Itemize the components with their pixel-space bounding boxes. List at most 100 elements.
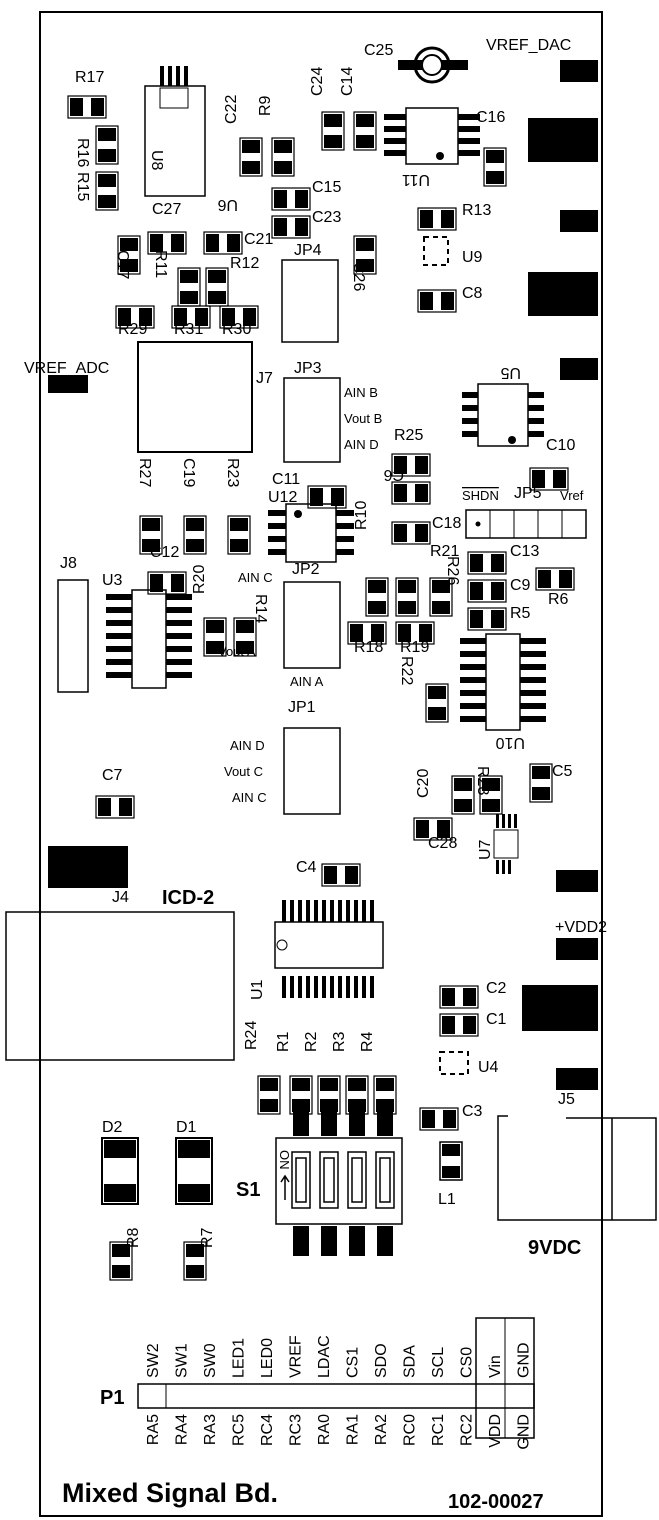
j4-label: J4 — [112, 889, 129, 906]
p1-top-label-4: LED0 — [259, 1338, 276, 1378]
p1-bottom-label-6: RA0 — [316, 1414, 333, 1445]
c28-footprint — [413, 817, 453, 841]
r28-label: R28 — [474, 766, 491, 795]
c23-label: C23 — [312, 209, 341, 226]
jp2-label: JP2 — [292, 561, 320, 578]
p1-bottom-label-5: RC3 — [288, 1414, 305, 1446]
u1-chip — [274, 900, 384, 998]
c11-label: C11 — [272, 471, 300, 488]
board-title: Mixed Signal Bd. — [62, 1478, 278, 1508]
r26-footprint — [429, 577, 453, 617]
j8-footprint — [57, 579, 89, 693]
r11-footprint — [177, 267, 201, 307]
r6-footprint — [535, 567, 575, 591]
c17-footprint — [117, 235, 141, 275]
jp3-footprint — [283, 377, 341, 463]
part-number: 102-00027 — [448, 1491, 544, 1513]
u12-chip — [268, 503, 354, 563]
right-edge-pads — [48, 60, 598, 1090]
jp3-pin-2: Vout B — [344, 411, 382, 426]
c10-label: C10 — [546, 437, 575, 454]
jp5-label: JP5 — [514, 485, 542, 502]
r11-label: R11 — [152, 250, 169, 278]
u10-label: U10 — [496, 734, 525, 751]
c18-label: C18 — [432, 515, 461, 532]
r12-label: R12 — [230, 255, 259, 272]
c14-footprint — [353, 111, 377, 151]
r4-footprint — [373, 1075, 397, 1115]
r13-label: R13 — [462, 202, 491, 219]
j7-label: J7 — [256, 370, 273, 387]
p1-bottom-label-8: RA2 — [373, 1414, 390, 1445]
r2-label: R2 — [303, 1031, 320, 1052]
r19-footprint — [395, 621, 435, 645]
p1-top-label-11: CS0 — [459, 1347, 476, 1378]
c11-footprint — [307, 485, 347, 509]
u4-label: U4 — [478, 1059, 499, 1076]
p1-top-label-10: SCL — [430, 1347, 447, 1378]
c27-label: C27 — [152, 201, 181, 218]
r24-label: R24 — [243, 1021, 260, 1050]
jp2-pin-1: AIN C — [238, 570, 273, 585]
c15-footprint — [271, 187, 311, 211]
l1-label: L1 — [438, 1191, 456, 1208]
jp1-pin-3: AIN C — [232, 790, 267, 805]
d2-footprint — [101, 1137, 139, 1205]
s1-dip-switch — [275, 1112, 403, 1256]
c7-footprint — [95, 795, 135, 819]
u1-label: U1 — [249, 979, 266, 1000]
c2-label: C2 — [486, 980, 507, 997]
r23-footprint — [227, 515, 251, 555]
c24-footprint — [321, 111, 345, 151]
j8-label: J8 — [60, 555, 77, 572]
c12-label: C12 — [150, 544, 179, 561]
c17-label: C17 — [114, 250, 131, 279]
jp1-footprint — [283, 727, 341, 815]
r2-footprint — [317, 1075, 341, 1115]
d2-label: D2 — [102, 1119, 123, 1136]
p1-bottom-label-7: RA1 — [345, 1414, 362, 1445]
r6-label: R6 — [548, 591, 569, 608]
r30-footprint — [219, 305, 259, 329]
c9-label: C9 — [510, 577, 531, 594]
c27-footprint — [147, 231, 187, 255]
p1-header — [137, 1317, 535, 1439]
r31-label: R31 — [174, 321, 203, 338]
c26-label: C26 — [350, 262, 367, 291]
r15-footprint — [95, 171, 119, 211]
r16-footprint — [95, 125, 119, 165]
icd2-label: ICD-2 — [162, 887, 214, 909]
r19-label: R19 — [400, 639, 429, 656]
r16-label: R16 — [74, 138, 91, 167]
jp5-footprint — [465, 509, 587, 539]
r8-label: R8 — [125, 1227, 142, 1248]
jp2-pin-3: AIN A — [290, 674, 324, 689]
r17-label: R17 — [75, 69, 104, 86]
p1-top-label-9: SDA — [402, 1345, 419, 1378]
jp5-shdn-label: SHDN — [462, 488, 499, 503]
p1-top-label-1: SW1 — [174, 1343, 191, 1378]
u8-label: U8 — [148, 150, 165, 171]
c19-footprint — [183, 515, 207, 555]
s1-label: S1 — [236, 1179, 260, 1201]
r20-footprint — [203, 617, 227, 657]
u3-label: U3 — [102, 572, 123, 589]
r25-footprint — [391, 453, 431, 477]
r29-footprint — [115, 305, 155, 329]
r25-label: R25 — [394, 427, 423, 444]
r27-label: R27 — [136, 458, 153, 487]
p1-bottom-label-9: RC0 — [402, 1414, 419, 1446]
p1-top-label-3: LED1 — [231, 1338, 248, 1378]
r28-footprint — [479, 775, 503, 815]
r14-footprint — [233, 617, 257, 657]
p1-bottom-label-12: VDD — [487, 1414, 504, 1448]
jp2-footprint — [283, 581, 341, 669]
l1-footprint — [439, 1141, 463, 1181]
r17-footprint — [67, 95, 107, 119]
c26-footprint — [353, 235, 377, 275]
r7-footprint — [183, 1241, 207, 1281]
c24-label: C24 — [309, 67, 326, 96]
u9-label: U9 — [462, 249, 483, 266]
r10-label: R10 — [353, 501, 370, 530]
